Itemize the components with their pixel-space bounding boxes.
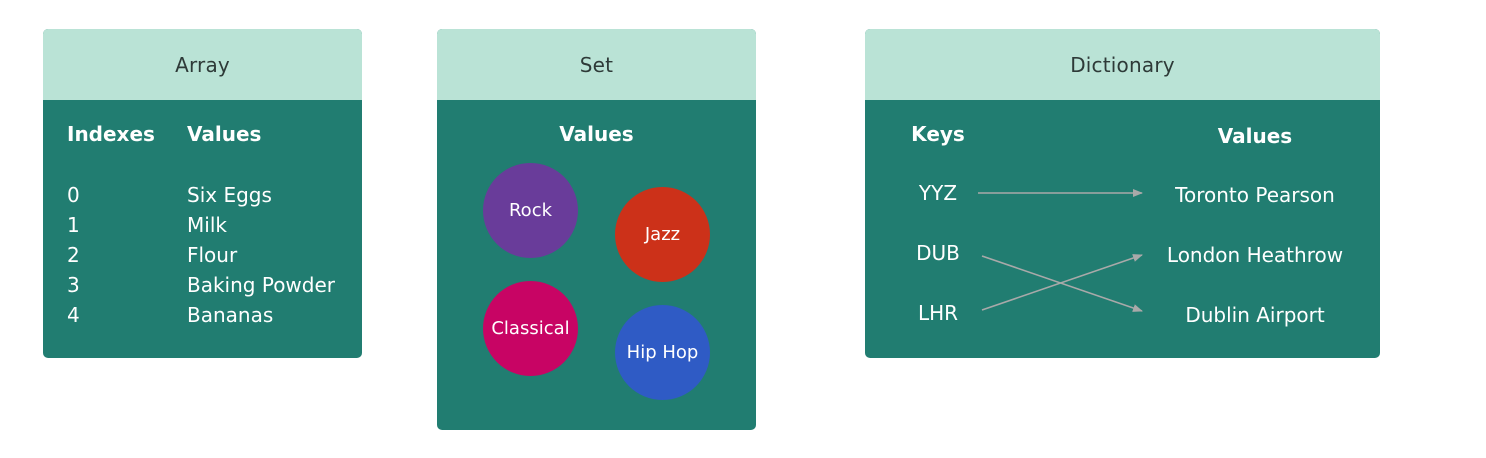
array-value-header: Values	[187, 122, 262, 146]
dictionary-title: Dictionary	[865, 29, 1380, 100]
set-title: Set	[437, 29, 756, 100]
set-item-rock: Rock	[483, 163, 578, 258]
set-card: Set Values Rock Jazz Classical Hip Hop	[437, 29, 756, 430]
array-card: Array Indexes Values 0 1 2 3 4 Six Eggs …	[43, 29, 362, 358]
array-value: Baking Powder	[187, 273, 336, 297]
set-item-classical: Classical	[483, 281, 578, 376]
dictionary-value: Dublin Airport	[1185, 303, 1325, 327]
dictionary-key: YYZ	[918, 181, 958, 205]
array-index-column: 0 1 2 3 4	[67, 180, 80, 330]
array-index: 1	[67, 213, 80, 237]
array-index: 2	[67, 243, 80, 267]
array-value: Flour	[187, 243, 238, 267]
array-index: 4	[67, 303, 80, 327]
array-index-header: Indexes	[67, 122, 155, 146]
array-index: 3	[67, 273, 80, 297]
array-index: 0	[67, 183, 80, 207]
dictionary-card: Dictionary Keys Values YYZ DUB LHR Toron…	[865, 29, 1380, 358]
dictionary-value: Toronto Pearson	[1175, 183, 1335, 207]
dictionary-key: LHR	[917, 301, 959, 325]
arrow-lhr-to-london-heathrow	[981, 254, 1143, 311]
set-item-label: Rock	[508, 200, 553, 221]
array-value: Bananas	[187, 303, 274, 327]
set-item-label: Jazz	[644, 224, 681, 245]
dictionary-key: DUB	[916, 241, 960, 265]
array-value-column: Six Eggs Milk Flour Baking Powder Banana…	[187, 180, 335, 330]
set-item-hip-hop: Hip Hop	[615, 305, 710, 400]
array-title: Array	[43, 29, 362, 100]
array-value: Six Eggs	[187, 183, 272, 207]
set-value-header: Values	[559, 122, 634, 146]
dictionary-value: London Heathrow	[1166, 243, 1344, 267]
set-item-label: Hip Hop	[626, 342, 699, 363]
array-value: Milk	[187, 213, 227, 237]
dictionary-value-header: Values	[1217, 124, 1293, 148]
dictionary-key-header: Keys	[911, 122, 965, 146]
arrow-dub-to-dublin-airport	[981, 255, 1143, 312]
set-item-label: Classical	[491, 318, 570, 339]
set-item-jazz: Jazz	[615, 187, 710, 282]
